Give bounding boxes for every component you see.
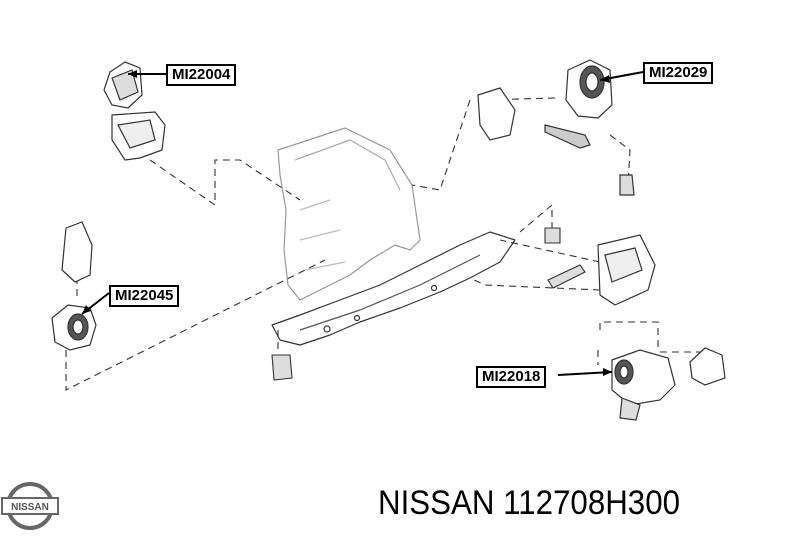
- crossmember: [271, 231, 516, 346]
- part-title: NISSAN 112708H300: [378, 484, 680, 523]
- callout-mi22045: MI22045: [109, 285, 180, 307]
- right-bracket-part: [597, 234, 656, 306]
- mount-left-part: [51, 221, 97, 351]
- bolt-right: [547, 264, 586, 289]
- callout-mi22004: MI22004: [166, 64, 237, 86]
- callout-mi22029: MI22029: [643, 62, 714, 84]
- part-number: 112708H300: [503, 484, 681, 522]
- mount-bottom-right-part: [611, 347, 726, 421]
- nut-lower: [271, 354, 293, 381]
- brand-name: NISSAN: [378, 484, 495, 522]
- callout-mi22018: MI22018: [476, 366, 547, 388]
- mount-top-right-part: [477, 59, 635, 196]
- logo-text: NISSAN: [11, 502, 49, 513]
- bolt-center: [544, 227, 561, 244]
- engine-block: [277, 127, 421, 301]
- nissan-logo: NISSAN: [1, 482, 59, 530]
